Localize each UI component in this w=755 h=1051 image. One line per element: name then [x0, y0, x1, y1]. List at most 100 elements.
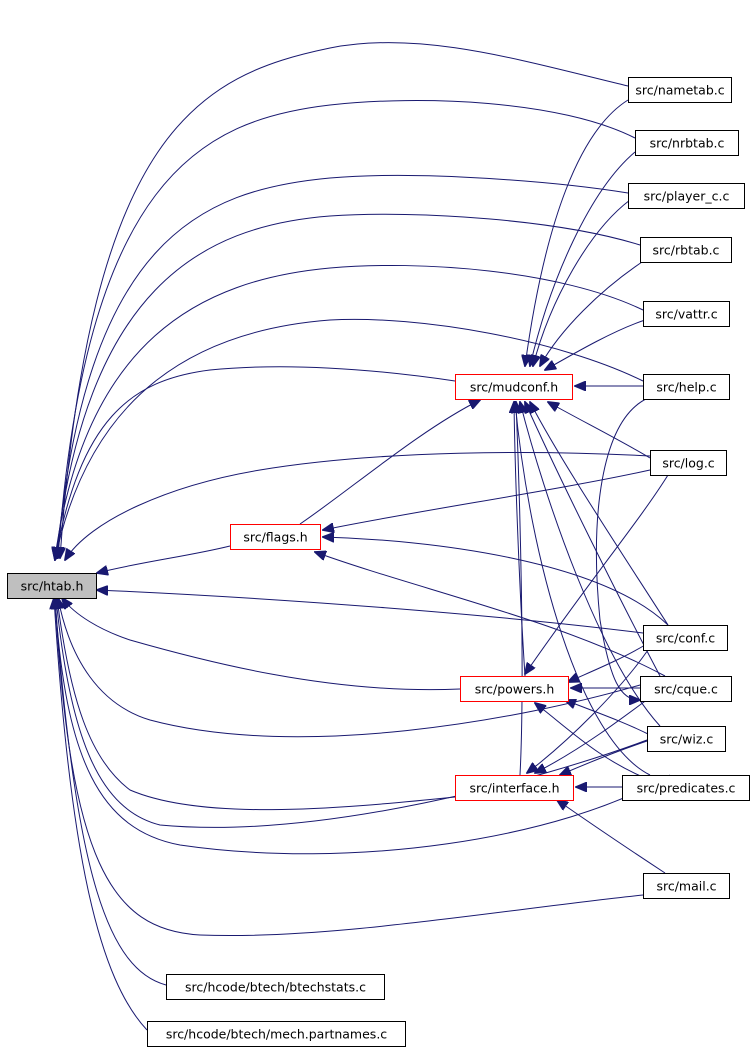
edge-log-to-powers	[525, 474, 669, 674]
node-rbtab[interactable]: src/rbtab.c	[640, 237, 732, 263]
node-log[interactable]: src/log.c	[650, 450, 727, 476]
node-help[interactable]: src/help.c	[643, 374, 730, 400]
node-interface-label: src/interface.h	[469, 781, 559, 796]
edge-btechstats-to-htab	[55, 598, 167, 986]
node-powers-box	[460, 676, 569, 702]
node-flags-box	[230, 524, 321, 550]
edge-interface-to-htab	[57, 598, 456, 811]
edge-rbtab-to-mudconf	[540, 259, 646, 366]
node-predicates[interactable]: src/predicates.c	[622, 775, 750, 801]
node-log-label: src/log.c	[662, 456, 714, 471]
node-powers-label: src/powers.h	[475, 682, 555, 697]
edge-conf-to-flags	[323, 537, 669, 626]
edge-mail-to-htab	[55, 598, 644, 937]
node-help-label: src/help.c	[656, 380, 716, 395]
edge-wiz-to-interface	[560, 739, 651, 775]
edge-predicates-to-powers	[535, 703, 651, 781]
node-cque-label: src/cque.c	[654, 682, 718, 697]
edge-conf-to-mudconf	[530, 402, 669, 626]
node-htab[interactable]: src/htab.h	[7, 573, 97, 599]
node-partnames[interactable]: src/hcode/btech/mech.partnames.c	[147, 1021, 406, 1047]
node-mudconf[interactable]: src/mudconf.h	[455, 374, 573, 400]
edge-nametab-to-htab	[60, 42, 629, 558]
edge-log-to-mudconf	[548, 402, 651, 459]
node-player_c-box	[628, 183, 745, 209]
node-cque-box	[640, 676, 732, 702]
edge-predicates-to-mudconf	[515, 402, 651, 776]
node-conf-label: src/conf.c	[656, 631, 715, 646]
node-mail-label: src/mail.c	[656, 879, 716, 894]
node-vattr-box	[643, 301, 730, 327]
node-vattr[interactable]: src/vattr.c	[643, 301, 730, 327]
node-nametab[interactable]: src/nametab.c	[628, 77, 732, 103]
node-nrbtab[interactable]: src/nrbtab.c	[635, 130, 739, 156]
node-interface-box	[455, 775, 574, 801]
edge-vattr-to-mudconf	[545, 319, 646, 370]
edge-predicates-to-htab	[55, 598, 671, 855]
edges-layer	[54, 42, 671, 1031]
node-partnames-label: src/hcode/btech/mech.partnames.c	[166, 1027, 387, 1042]
node-nametab-box	[628, 77, 732, 103]
edge-interface-to-mudconf	[516, 402, 523, 776]
node-cque[interactable]: src/cque.c	[640, 676, 732, 702]
node-player_c-label: src/player_c.c	[644, 189, 730, 204]
edge-help-to-htab	[55, 318, 644, 560]
edge-cque-to-mudconf	[525, 402, 661, 677]
node-player_c[interactable]: src/player_c.c	[628, 183, 745, 209]
edge-powers-to-mudconf	[514, 402, 526, 677]
node-wiz[interactable]: src/wiz.c	[647, 726, 726, 752]
edge-flags-to-htab	[97, 545, 231, 573]
node-mudconf-label: src/mudconf.h	[470, 380, 558, 395]
edge-nametab-to-mudconf	[525, 99, 629, 366]
node-htab-box	[7, 573, 97, 599]
edge-cque-to-flags	[315, 552, 666, 677]
node-mudconf-box	[455, 374, 573, 400]
node-powers[interactable]: src/powers.h	[460, 676, 569, 702]
node-mail-box	[643, 873, 730, 899]
node-nrbtab-label: src/nrbtab.c	[650, 136, 725, 151]
edge-conf-to-htab	[97, 590, 644, 634]
node-help-box	[643, 374, 730, 400]
edge-cque-to-htab	[58, 598, 641, 738]
node-flags-label: src/flags.h	[243, 530, 307, 545]
node-vattr-label: src/vattr.c	[655, 307, 717, 322]
node-interface[interactable]: src/interface.h	[455, 775, 574, 801]
edge-rbtab-to-htab	[56, 213, 641, 558]
node-conf-box	[643, 625, 728, 651]
edge-player_c-to-htab	[57, 174, 629, 558]
node-nametab-label: src/nametab.c	[635, 83, 724, 98]
edge-mudconf-to-htab	[55, 366, 456, 560]
edge-wiz-to-powers	[565, 700, 651, 736]
node-nrbtab-box	[635, 130, 739, 156]
edge-log-to-flags	[323, 469, 651, 530]
edge-partnames-to-htab	[54, 598, 148, 1031]
node-partnames-box	[147, 1021, 406, 1047]
node-btechstats-label: src/hcode/btech/btechstats.c	[185, 980, 366, 995]
edge-powers-to-htab	[62, 598, 461, 691]
edge-conf-to-powers	[568, 644, 646, 682]
edge-help-to-flags	[596, 397, 649, 700]
node-wiz-box	[647, 726, 726, 752]
node-mail[interactable]: src/mail.c	[643, 873, 730, 899]
edge-flags-to-mudconf	[299, 400, 480, 525]
node-flags[interactable]: src/flags.h	[230, 524, 321, 550]
nodes-layer: src/htab.h src/flags.h src/mudconf.h src/po…	[7, 77, 750, 1047]
edge-mail-to-interface	[557, 800, 666, 874]
node-btechstats-box	[166, 974, 385, 1000]
edge-conf-to-interface	[527, 649, 649, 773]
node-conf[interactable]: src/conf.c	[643, 625, 728, 651]
node-log-box	[650, 450, 727, 476]
node-predicates-label: src/predicates.c	[637, 781, 736, 796]
edge-log-to-htab	[65, 452, 651, 560]
node-wiz-label: src/wiz.c	[660, 732, 714, 747]
edge-player_c-to-mudconf	[533, 199, 631, 366]
node-htab-label: src/htab.h	[21, 579, 84, 594]
node-predicates-box	[622, 775, 750, 801]
node-rbtab-label: src/rbtab.c	[653, 243, 720, 258]
node-rbtab-box	[640, 237, 732, 263]
edge-nrbtab-to-mudconf	[530, 151, 636, 366]
edge-nrbtab-to-htab	[58, 100, 636, 558]
edge-vattr-to-htab	[55, 264, 644, 558]
node-btechstats[interactable]: src/hcode/btech/btechstats.c	[166, 974, 385, 1000]
